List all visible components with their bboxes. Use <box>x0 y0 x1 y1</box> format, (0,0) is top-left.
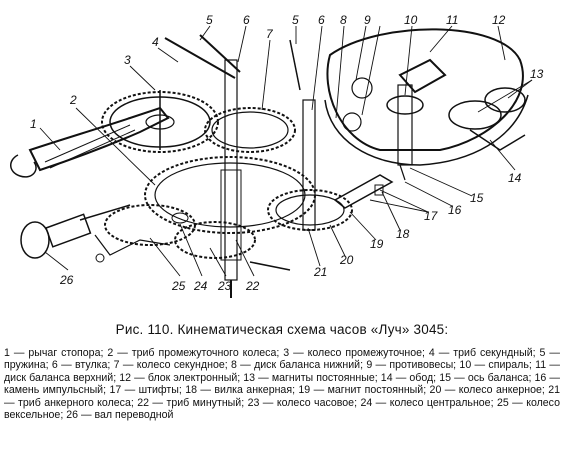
callout-22: 22 <box>245 279 260 293</box>
stop-lever <box>10 106 170 178</box>
center-arbor <box>220 59 291 298</box>
legend-text: 1 — рычаг стопора; 2 — триб промежуточно… <box>4 347 560 422</box>
callout-5b: 5 <box>292 13 299 27</box>
springs <box>164 34 301 91</box>
pallet-fork <box>333 174 394 209</box>
setting-stem <box>20 204 171 263</box>
callout-6a: 6 <box>243 13 250 27</box>
callout-6b: 6 <box>318 13 325 27</box>
intermediate-wheel <box>101 90 219 153</box>
callout-10: 10 <box>404 13 418 27</box>
callout-11: 11 <box>446 13 458 27</box>
callout-9: 9 <box>364 13 371 27</box>
figure-caption: Рис. 110. Кинематическая схема часов «Лу… <box>115 322 449 337</box>
callout-23: 23 <box>217 279 232 293</box>
callout-3: 3 <box>124 53 131 67</box>
mechanism-drawing: 1 2 3 4 5 6 7 5 6 8 9 10 11 12 13 14 15 … <box>10 13 544 298</box>
callout-26: 26 <box>59 273 74 287</box>
balance-assembly <box>324 28 529 181</box>
callout-20: 20 <box>339 253 354 267</box>
callout-8: 8 <box>340 13 347 27</box>
callout-1: 1 <box>30 117 37 131</box>
callout-21: 21 <box>313 265 327 279</box>
second-wheel <box>204 107 296 153</box>
callout-7: 7 <box>266 27 274 41</box>
callout-19: 19 <box>370 237 384 251</box>
callout-2: 2 <box>69 93 77 107</box>
callout-24: 24 <box>193 279 208 293</box>
callout-13: 13 <box>530 67 544 81</box>
figure-legend: 1 — рычаг стопора; 2 — триб промежуточно… <box>4 347 560 421</box>
callout-17: 17 <box>424 209 439 223</box>
callouts: 1 2 3 4 5 6 7 5 6 8 9 10 11 12 13 14 15 … <box>30 13 544 293</box>
callout-16: 16 <box>448 203 462 217</box>
callout-18: 18 <box>396 227 410 241</box>
callout-15: 15 <box>470 191 484 205</box>
callout-5a: 5 <box>206 13 213 27</box>
callout-14: 14 <box>508 171 522 185</box>
callout-25: 25 <box>171 279 186 293</box>
leader-lines <box>39 25 533 277</box>
callout-4: 4 <box>152 35 159 49</box>
center-wheels <box>104 156 316 259</box>
callout-12: 12 <box>492 13 506 27</box>
